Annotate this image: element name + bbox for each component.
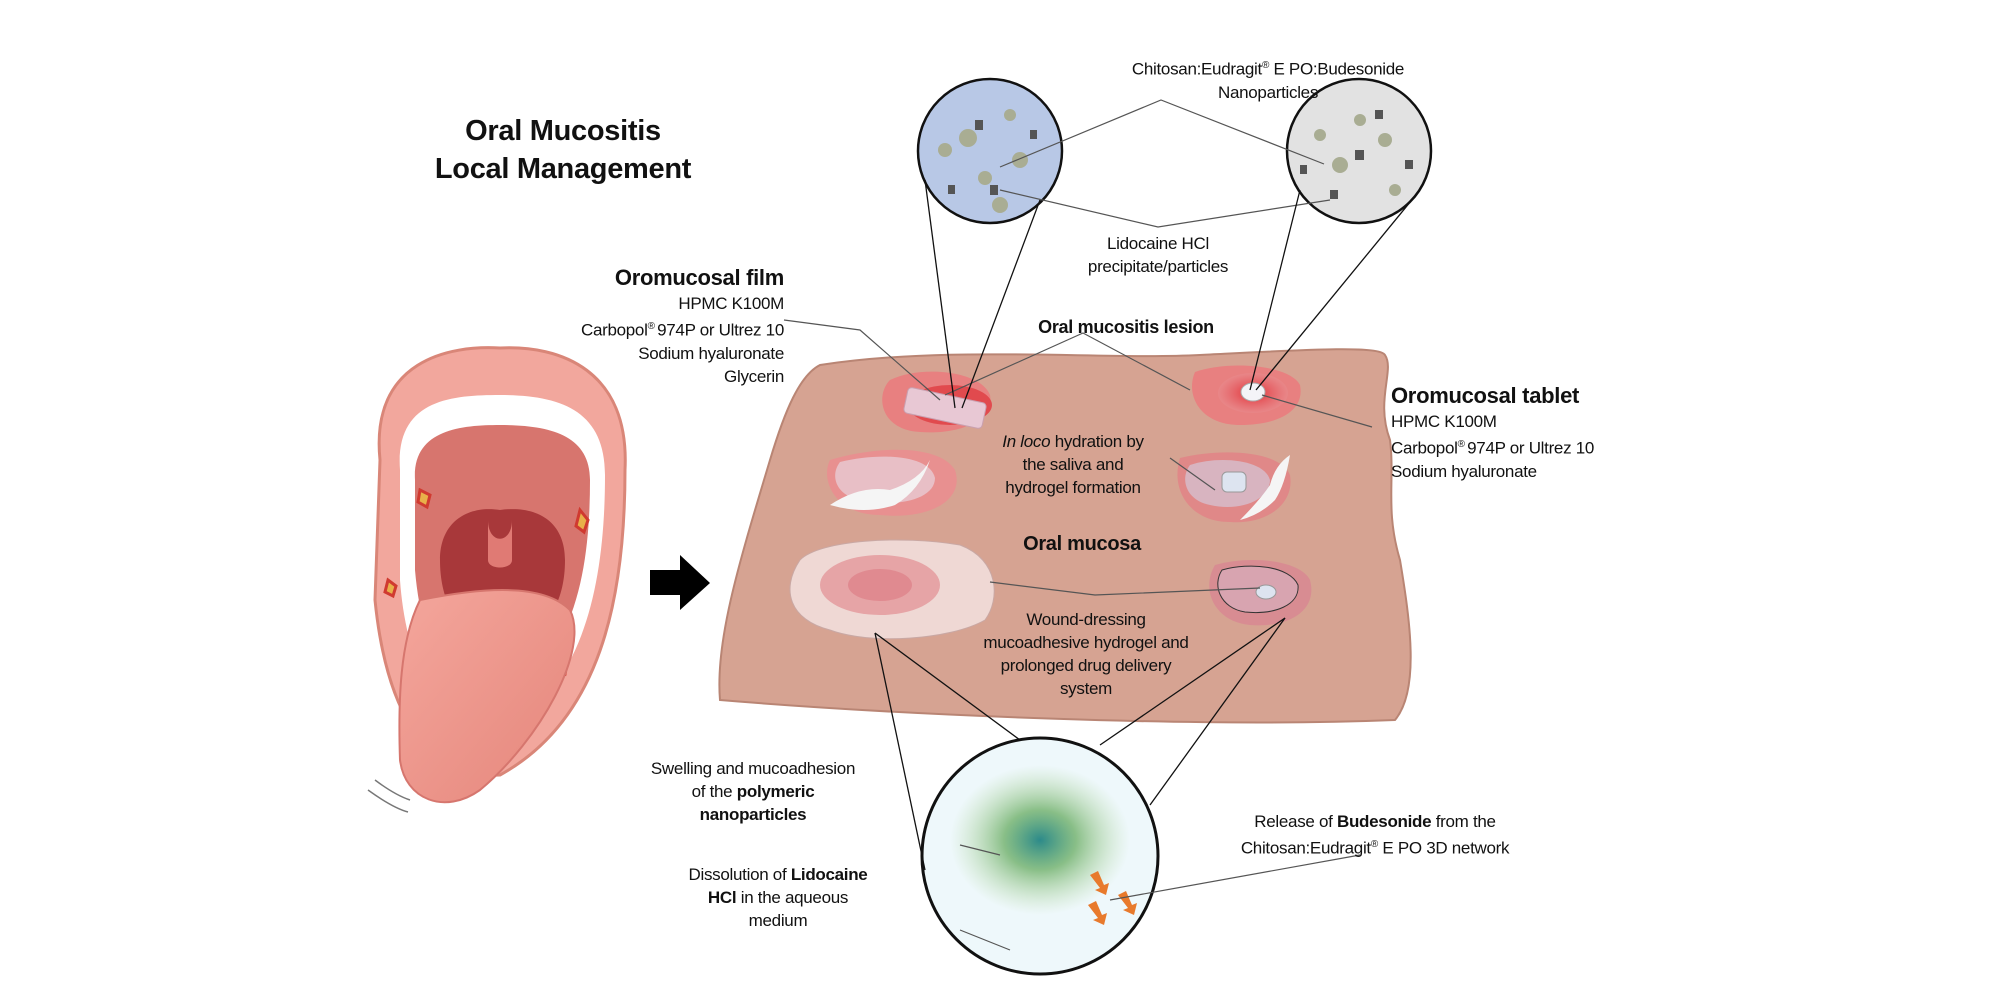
tablet-heading: Oromucosal tablet [1391, 383, 1580, 408]
registered-mark: ® [1457, 439, 1468, 450]
film-ingredient: Carbopol® 974P or Ultrez 10 [581, 315, 784, 342]
label-text: Nanoparticles [1217, 82, 1319, 102]
label-text: precipitate/particles [1087, 257, 1229, 276]
label-text: 974P or Ultrez 10 [657, 320, 784, 340]
dissolution-label: Dissolution of Lidocaine HCl in the aque… [689, 863, 868, 932]
leader-lines [783, 99, 1373, 951]
label-text: nanoparticles [699, 805, 807, 824]
title-line-2: Local Management [434, 153, 692, 185]
release-label: Release of Budesonide from the Chitosan:… [1240, 810, 1510, 860]
film-heading: Oromucosal film [614, 265, 784, 290]
label-text: Wound-dressing [1026, 610, 1146, 629]
label-text: medium [748, 911, 808, 930]
tablet-on-lesion [1192, 365, 1301, 425]
swelling-label: Swelling and mucoadhesion of the polymer… [650, 757, 856, 826]
label-text: E PO:Budesonide [1269, 59, 1405, 79]
label-text: HCl [707, 888, 737, 907]
label-text: in the aqueous [736, 888, 849, 907]
registered-mark: ® [1370, 839, 1378, 850]
label-text: Carbopol [580, 320, 648, 340]
label-text: Dissolution of [688, 865, 791, 884]
label-text: E PO 3D network [1377, 838, 1510, 858]
label-text: Budesonide [1337, 812, 1432, 831]
tablet-ingredient: Carbopol® 974P or Ultrez 10 [1391, 433, 1594, 460]
label-text: Chitosan:Eudragit [1131, 59, 1262, 79]
film-hydrogel [789, 539, 995, 640]
label-text: prolonged drug delivery [1000, 656, 1172, 675]
label-text: from the [1431, 812, 1496, 831]
label-text: the saliva and [1022, 455, 1124, 474]
tablet-ingredient: Sodium hyaluronate [1391, 461, 1537, 481]
label-text: Lidocaine HCl [1107, 234, 1209, 253]
label-text: polymeric [736, 782, 815, 801]
label-text: mucoadhesive hydrogel and [983, 633, 1189, 652]
oromucosal-film-label: Oromucosal film HPMC K100M Carbopol® 974… [581, 264, 784, 388]
registered-mark: ® [647, 321, 658, 332]
mucosa-label: Oral mucosa [1023, 533, 1141, 555]
zoom-projection-lines [874, 179, 1421, 871]
page-title: Oral Mucositis Local Management [434, 112, 692, 188]
open-mouth-illustration [367, 346, 627, 813]
film-hydrating [827, 449, 957, 516]
release-arrow-icon [1088, 871, 1137, 925]
label-text: Chitosan:Eudragit [1240, 838, 1371, 858]
nanoparticles-label: Chitosan:Eudragit® E PO:Budesonide Nanop… [1131, 54, 1405, 104]
title-line-1: Oral Mucositis [465, 115, 661, 147]
label-text: Carbopol [1391, 438, 1458, 458]
film-ingredient: HPMC K100M [678, 294, 784, 313]
label-text: hydration by [1050, 432, 1144, 451]
label-text: In loco [1002, 432, 1051, 451]
tablet-hydrogel [1209, 560, 1312, 626]
label-text: hydrogel formation [1005, 478, 1141, 497]
label-text: 974P or Ultrez 10 [1467, 438, 1595, 458]
film-ingredient: Sodium hyaluronate [638, 343, 784, 363]
label-text: Swelling and mucoadhesion [650, 759, 856, 778]
oromucosal-tablet-label: Oromucosal tablet HPMC K100M Carbopol® 9… [1391, 382, 1594, 483]
hydrogel-zoom-circle [920, 736, 1160, 976]
hydration-label: In loco hydration by the saliva and hydr… [1002, 430, 1144, 499]
film-ingredient: Glycerin [724, 366, 784, 386]
film-zoom-circle [916, 77, 1064, 225]
tablet-hydrating [1177, 452, 1291, 523]
lesion-label: Oral mucositis lesion [1038, 317, 1214, 337]
label-text: of the [691, 782, 737, 801]
wound-dressing-label: Wound-dressing mucoadhesive hydrogel and… [983, 608, 1188, 700]
right-arrow-icon [650, 555, 710, 610]
registered-mark: ® [1261, 60, 1270, 71]
label-text: system [1059, 679, 1113, 698]
tablet-ingredient: HPMC K100M [1391, 412, 1497, 431]
label-text: Release of [1254, 812, 1337, 831]
lidocaine-label: Lidocaine HCl precipitate/particles [1088, 232, 1228, 278]
label-text: Lidocaine [790, 865, 868, 884]
tablet-zoom-circle [1285, 77, 1433, 225]
